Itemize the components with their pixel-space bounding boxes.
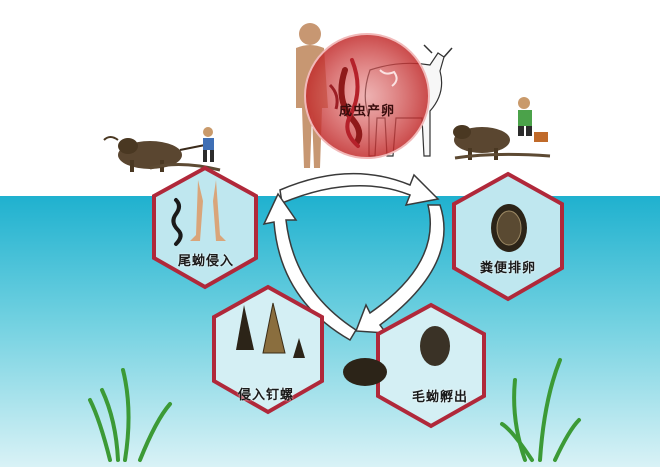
- right-buffalo-scene: [453, 97, 551, 160]
- adult-worm-circle: [304, 33, 430, 159]
- grass-right: [500, 358, 581, 462]
- label-feces-egg-discharge: 粪便排卵: [480, 261, 537, 276]
- cycle-arrows: [262, 172, 445, 342]
- left-farmer-buffalo-scene: [103, 127, 221, 172]
- label-cercaria-invasion: 尾蚴侵入: [178, 254, 235, 269]
- label-miracidium-hatching: 毛蚴孵出: [412, 390, 469, 405]
- hexagon-snail: [212, 284, 324, 415]
- grass-left: [88, 368, 172, 462]
- hexagon-egg: [452, 171, 564, 302]
- label-adult-laying-eggs: 成虫产卵: [339, 104, 396, 119]
- hexagon-miracidium: [343, 302, 486, 429]
- label-snail-invasion: 侵入钉螺: [238, 388, 295, 403]
- hexagon-cercaria: [152, 165, 258, 290]
